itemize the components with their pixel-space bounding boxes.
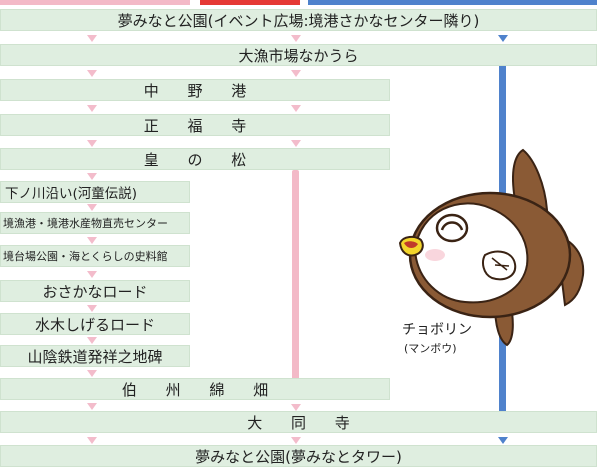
stop-bar-6: 下ノ川沿い(河童伝説) [0, 181, 190, 203]
stop-label: 大漁市場なかうら [238, 46, 359, 65]
stop-label: おさかなロード [42, 282, 148, 301]
arrow-down-icon [87, 70, 97, 77]
stop-bar-8: 境台場公園・海とくらしの史料館 [0, 245, 190, 267]
stop-label: 大 同 寺 [247, 413, 362, 432]
stop-label: 伯 州 綿 畑 [121, 380, 281, 399]
stop-label: 夢みなと公園(夢みなとタワー) [195, 447, 402, 466]
arrow-down-icon [291, 437, 301, 444]
stop-label: 下ノ川沿い(河童伝説) [5, 186, 138, 202]
stop-label: 皇 の 松 [143, 150, 259, 169]
stop-bar-5: 皇 の 松 [0, 148, 390, 170]
stop-label: 水木しげるロード [34, 315, 155, 334]
arrow-down-icon [291, 35, 301, 42]
stop-bar-10: 水木しげるロード [0, 313, 190, 335]
arrow-down-icon [87, 237, 97, 244]
mascot-subtitle: (マンボウ) [404, 342, 457, 355]
header-strip-pink [0, 0, 190, 5]
stop-bar-12: 伯 州 綿 畑 [0, 378, 390, 400]
stop-bar-3: 中 野 港 [0, 79, 390, 101]
stop-bar-11: 山陰鉄道発祥之地碑 [0, 345, 190, 367]
arrow-down-icon [87, 437, 97, 444]
stop-bar-7: 境漁港・境港水産物直売センター [0, 212, 190, 234]
stop-bar-2: 大漁市場なかうら [0, 44, 597, 66]
stop-label: 山陰鉄道発祥之地碑 [27, 347, 163, 366]
arrow-down-icon [291, 404, 301, 411]
mascot-name: チョボリン [402, 322, 472, 338]
stop-label: 中 野 港 [143, 81, 259, 100]
arrow-down-icon [87, 105, 97, 112]
arrow-down-icon [87, 337, 97, 344]
stop-bar-9: おさかなロード [0, 280, 190, 302]
stop-label: 夢みなと公園(イベント広場:境港さかなセンター隣り) [117, 11, 480, 30]
stop-bar-1: 夢みなと公園(イベント広場:境港さかなセンター隣り) [0, 9, 597, 31]
header-strip-red [200, 0, 300, 5]
stop-label: 境台場公園・海とくらしの史料館 [3, 250, 168, 263]
arrow-down-icon [291, 105, 301, 112]
arrow-down-icon [291, 70, 301, 77]
header-strip-blue [308, 0, 597, 5]
arrow-down-icon [87, 140, 97, 147]
arrow-down-icon [87, 305, 97, 312]
arrow-down-icon [87, 271, 97, 278]
arrow-down-icon [291, 140, 301, 147]
arrow-down-icon [87, 403, 97, 410]
stop-bar-13: 大 同 寺 [0, 411, 597, 433]
arrow-down-icon-blue [498, 35, 508, 42]
arrow-down-icon [87, 204, 97, 211]
arrow-down-icon [87, 370, 97, 377]
arrow-down-icon-blue [498, 437, 508, 444]
stop-label: 境漁港・境港水産物直売センター [3, 217, 168, 230]
stop-bar-14: 夢みなと公園(夢みなとタワー) [0, 445, 597, 467]
stop-label: 正 福 寺 [143, 116, 259, 135]
arrow-down-icon [87, 173, 97, 180]
route-line-pink [292, 170, 299, 382]
sunfish-mascot-icon [398, 148, 585, 347]
arrow-down-icon [87, 35, 97, 42]
stop-bar-4: 正 福 寺 [0, 114, 390, 136]
